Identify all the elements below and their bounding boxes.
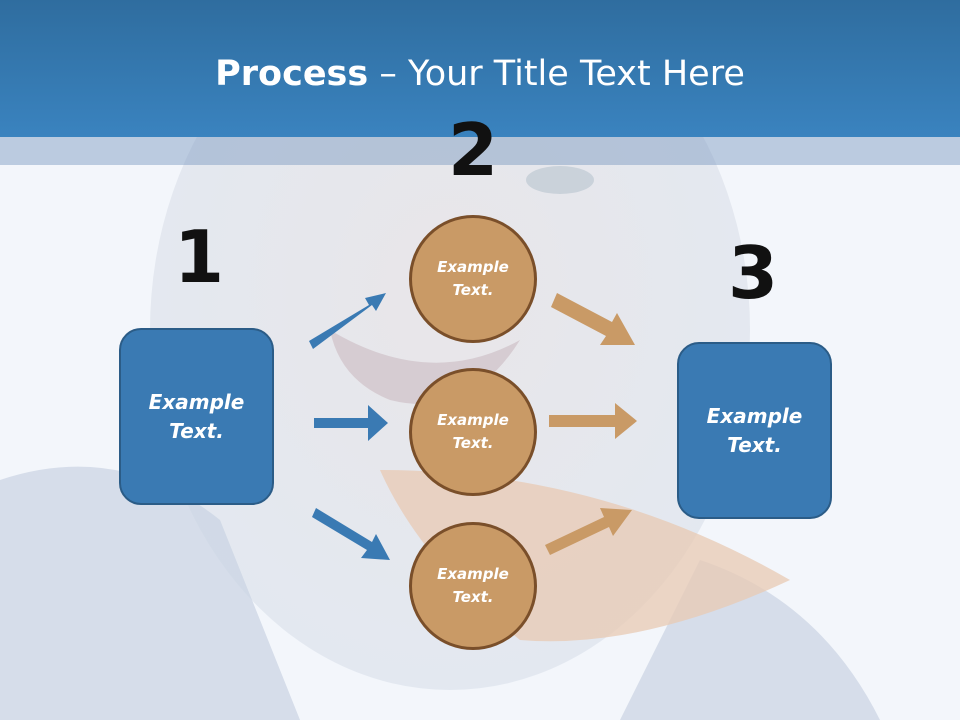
title-rest: – Your Title Text Here <box>368 54 745 94</box>
arrow-to-top-circle <box>309 293 386 349</box>
arrow-from-top-circle <box>551 293 635 345</box>
title-bar <box>0 0 960 137</box>
arrow-from-middle-circle <box>549 403 637 439</box>
arrow-to-middle-circle <box>314 405 388 441</box>
arrow-from-bottom-circle <box>545 508 632 555</box>
process-box-right[interactable]: Example Text. <box>677 342 832 519</box>
title-bold: Process <box>215 54 369 94</box>
arrow-to-bottom-circle <box>312 508 390 560</box>
process-circle-bottom-label: Example Text. <box>437 565 509 606</box>
process-circle-middle[interactable]: Example Text. <box>409 368 537 496</box>
slide-title[interactable]: Process – Your Title Text Here <box>0 52 960 96</box>
process-box-right-label: Example Text. <box>706 403 803 457</box>
process-circle-top-label: Example Text. <box>437 258 509 299</box>
process-box-left-label: Example Text. <box>148 389 245 443</box>
process-box-left[interactable]: Example Text. <box>119 328 274 505</box>
title-strip <box>0 137 960 165</box>
step-number-2: 2 <box>447 108 499 192</box>
step-number-3: 3 <box>727 231 779 315</box>
process-circle-top[interactable]: Example Text. <box>409 215 537 343</box>
process-circle-bottom[interactable]: Example Text. <box>409 522 537 650</box>
process-circle-middle-label: Example Text. <box>437 411 509 452</box>
step-number-1: 1 <box>173 215 225 299</box>
